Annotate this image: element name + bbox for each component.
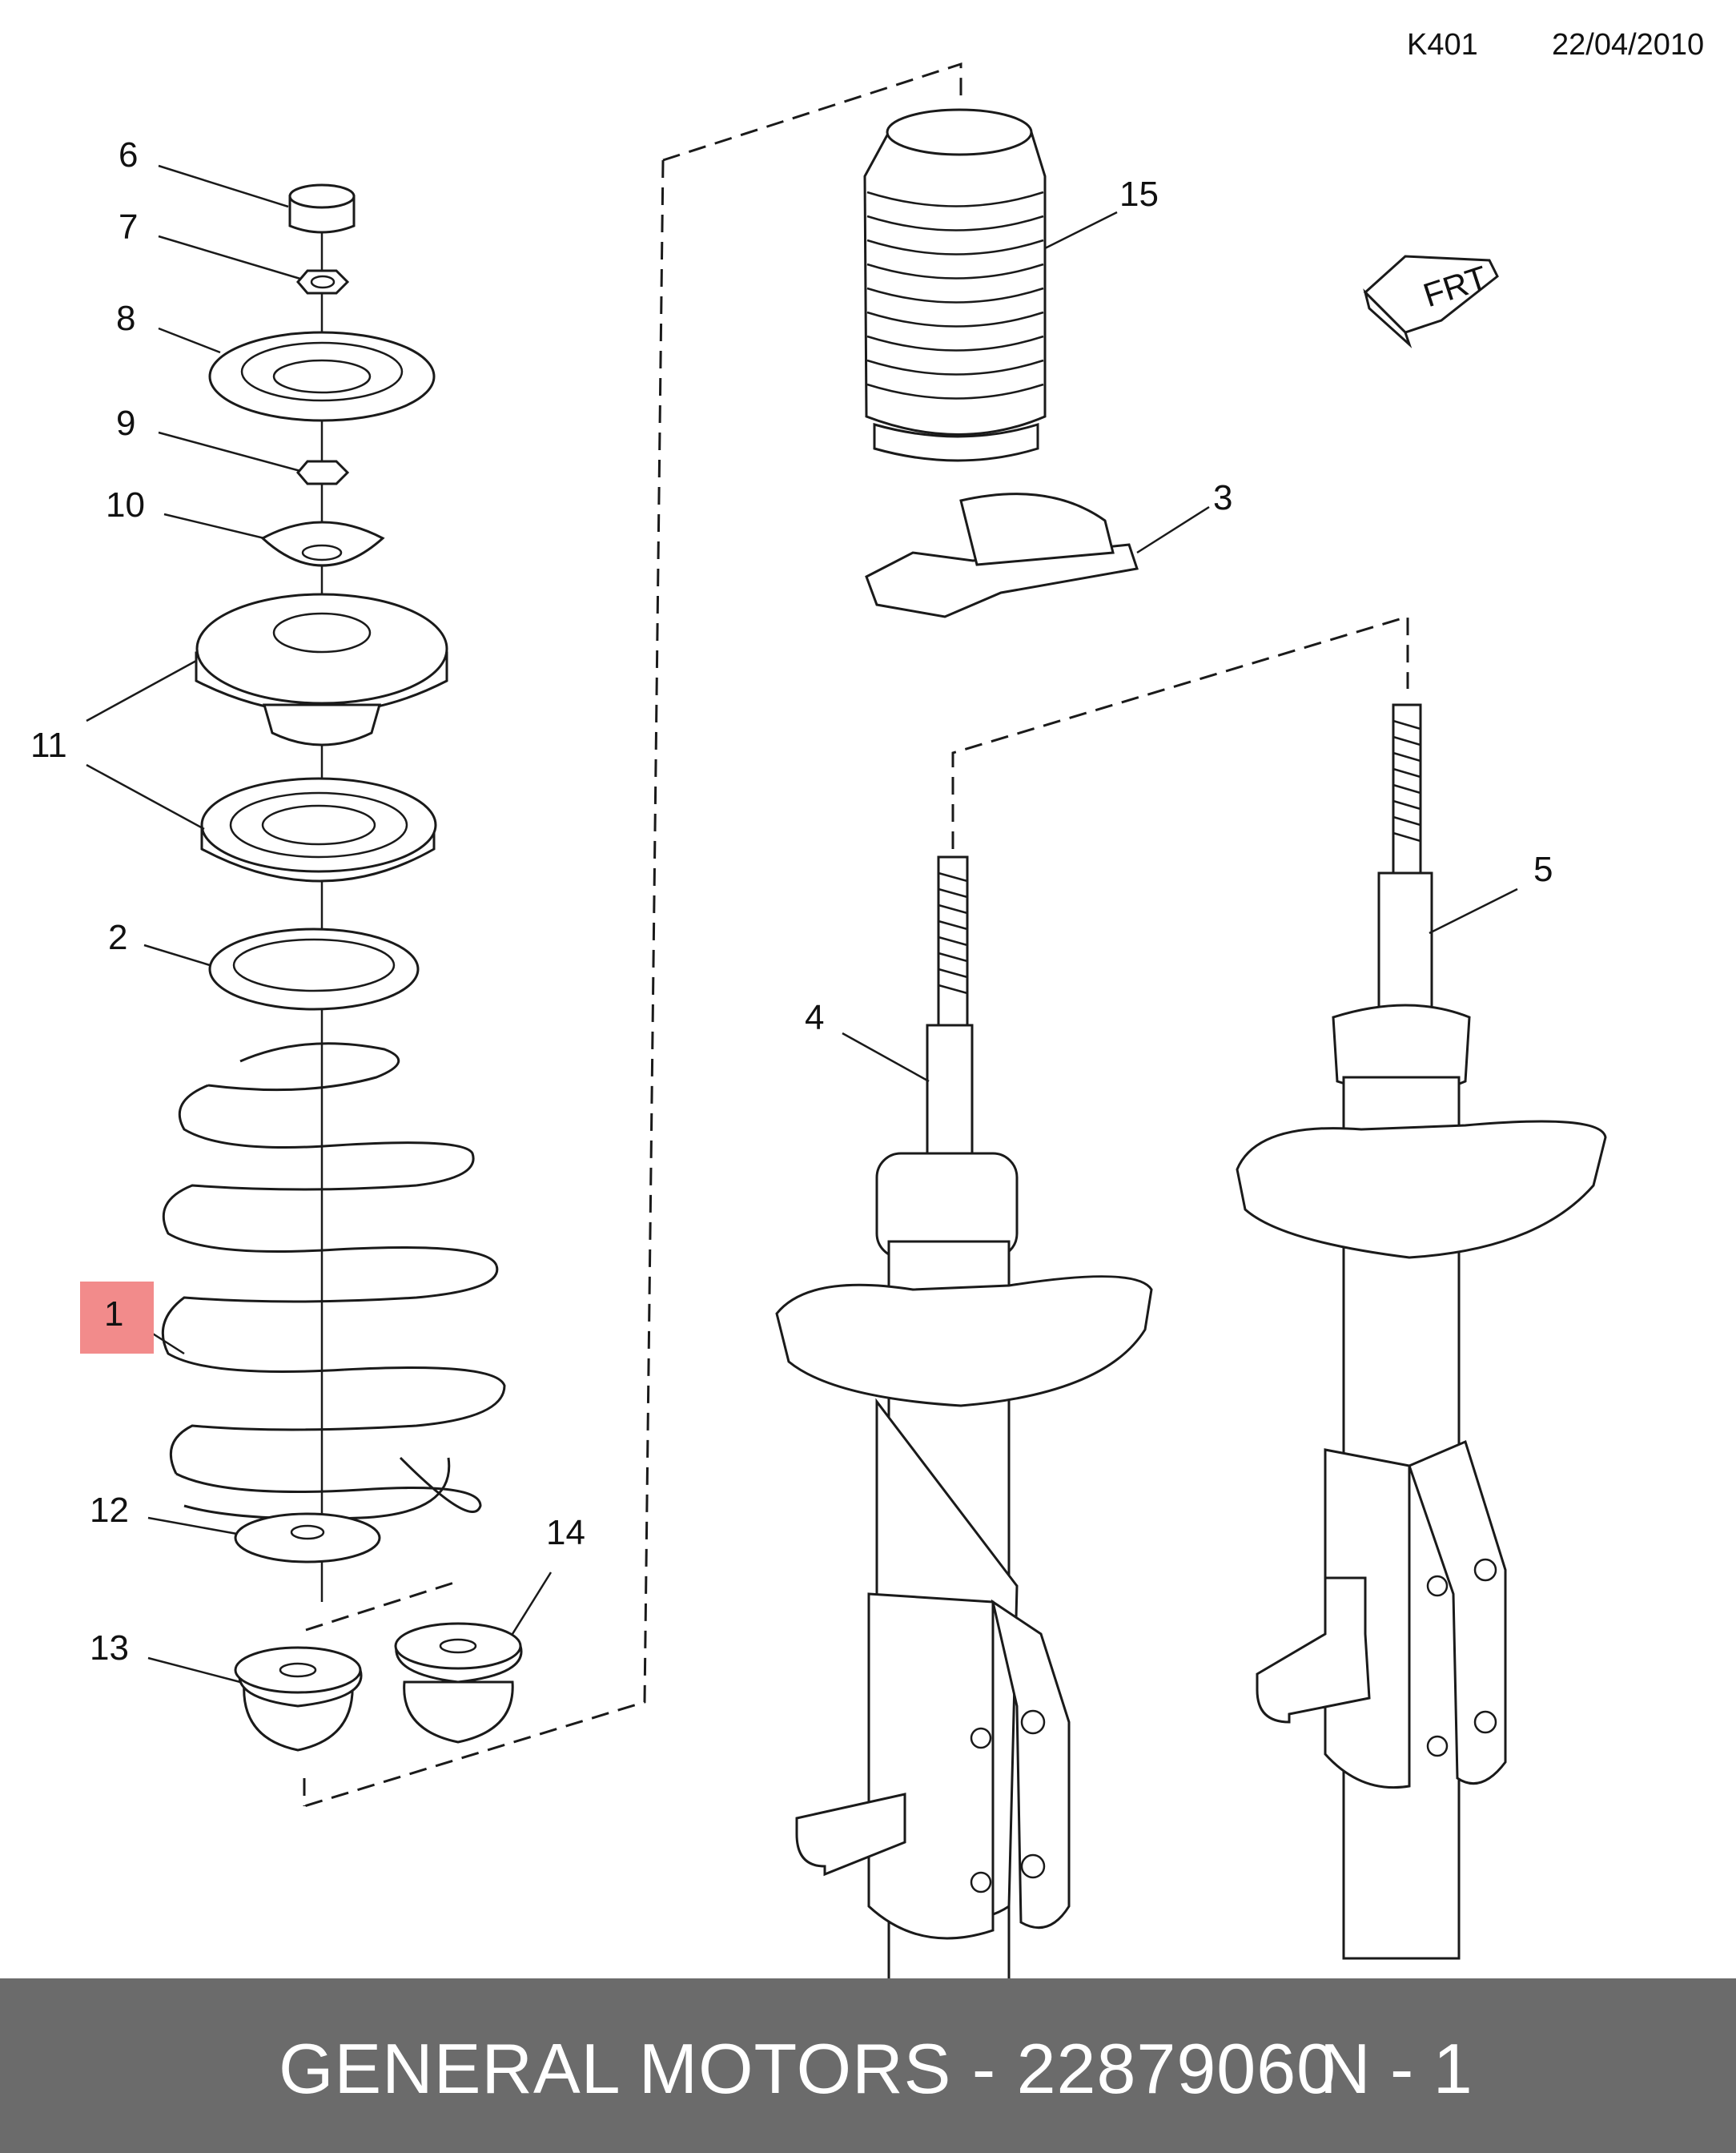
highlight-callout-1	[80, 1282, 154, 1354]
callout-1: 1	[104, 1294, 123, 1334]
callout-7: 7	[119, 207, 138, 247]
part-15-dust-boot	[863, 108, 1047, 462]
diagram-date: 22/04/2010	[1552, 28, 1704, 62]
part-2-spring-seat	[208, 928, 420, 1011]
callout-3: 3	[1213, 478, 1232, 517]
exploded-strut-diagram: K401 22/04/2010	[30, 28, 1704, 1978]
part-4-strut	[775, 855, 1153, 1978]
footer-quantity-note: N - 1	[1320, 2029, 1473, 2108]
diagram-code: K401	[1407, 28, 1478, 62]
callout-14: 14	[546, 1513, 585, 1552]
callout-10: 10	[106, 485, 145, 525]
front-direction-arrow-icon: FRT	[1363, 255, 1499, 348]
part-6-cap	[288, 183, 356, 234]
part-10-washer	[260, 521, 385, 567]
part-1-coil-spring	[161, 1042, 506, 1520]
part-9-nut	[296, 460, 350, 485]
callout-8: 8	[116, 299, 135, 338]
callout-12: 12	[90, 1491, 129, 1530]
footer-part-number: GENERAL MOTORS - 22879060	[279, 2029, 1337, 2108]
part-14-bump-stop	[394, 1622, 523, 1744]
part-12-lower-seat	[234, 1512, 381, 1563]
callout-11: 11	[30, 726, 67, 765]
part-8-plate	[208, 331, 436, 422]
part-13-bump-stop	[234, 1646, 363, 1752]
part-11-top-mount	[195, 593, 448, 747]
callout-6: 6	[119, 135, 138, 175]
part-11-bearing	[200, 777, 437, 883]
part-5-strut	[1236, 703, 1607, 1960]
footer-bar: GENERAL MOTORS - 22879060 N - 1	[0, 1978, 1736, 2153]
callout-13: 13	[90, 1628, 129, 1668]
callout-4: 4	[805, 998, 824, 1037]
callout-15: 15	[1119, 175, 1159, 214]
leader-lines	[86, 164, 1518, 1684]
part-7-nut	[296, 269, 350, 295]
callout-labels: 1 2 3 4 5 6 7 8 9 10 11 12 13 14 15	[30, 135, 1553, 1668]
callout-2: 2	[108, 918, 127, 957]
callout-9: 9	[116, 404, 135, 443]
part-3-insulator	[865, 493, 1139, 618]
callout-5: 5	[1533, 850, 1553, 889]
guide-line-left	[662, 62, 962, 162]
